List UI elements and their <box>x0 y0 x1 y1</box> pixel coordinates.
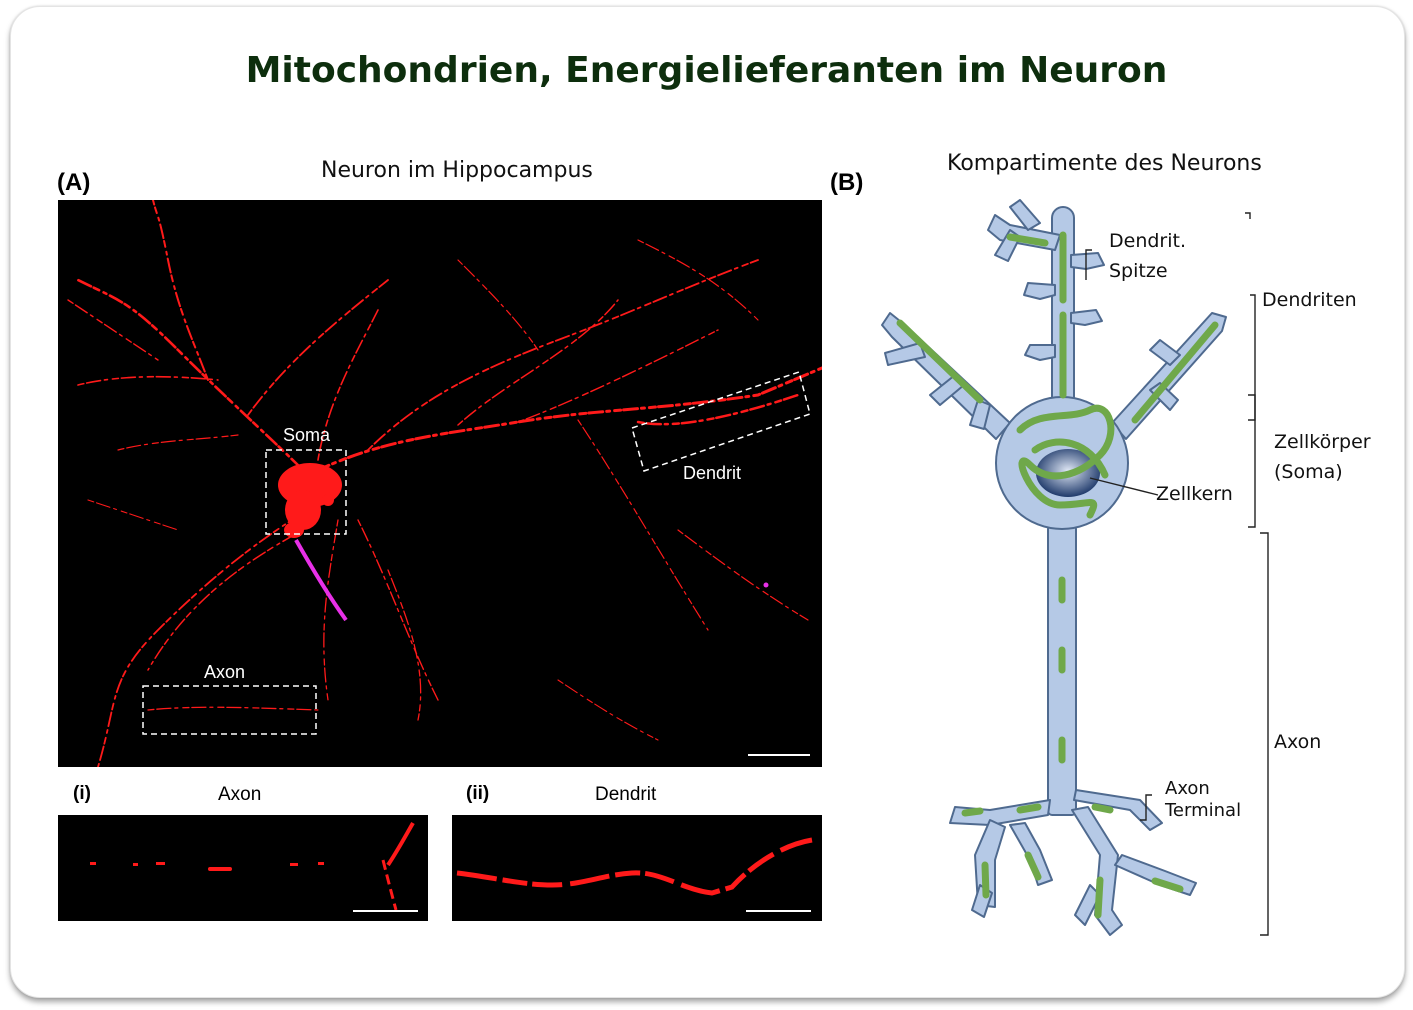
dendrite-tip-label-line2: Spitze <box>1109 260 1168 282</box>
hippocampus-micrograph: Soma Dendrit Axon <box>58 200 822 767</box>
inset-i-tag: (i) <box>73 783 91 804</box>
panel-b-subtitle: Kompartimente des Neurons <box>947 151 1262 176</box>
panel-b-letter: (B) <box>830 169 864 196</box>
panel-a-subtitle: Neuron im Hippocampus <box>321 158 593 183</box>
soma-label: Soma <box>283 425 331 445</box>
neuron-diagram <box>881 199 1269 936</box>
axon-label: Axon <box>204 662 246 682</box>
slide-title: Mitochondrien, Energielieferanten im Neu… <box>245 50 1168 91</box>
inset-i-title: Axon <box>218 784 262 805</box>
compartment-axon: Axon <box>1274 731 1322 753</box>
axon-inset-image <box>58 815 428 921</box>
nucleus-label: Zellkern <box>1156 483 1233 505</box>
compartment-soma-line2: (Soma) <box>1274 461 1343 483</box>
axon-terminal-label-line1: Axon <box>1165 778 1210 799</box>
inset-ii-tag: (ii) <box>466 783 490 804</box>
compartment-dendrites: Dendriten <box>1262 289 1357 311</box>
axon-terminal-label-line2: Terminal <box>1165 800 1242 821</box>
dendrite-label: Dendrit <box>683 463 742 483</box>
inset-ii-title: Dendrit <box>595 784 657 805</box>
panel-a-letter: (A) <box>57 169 91 196</box>
dendrite-tip-label-line1: Dendrit. <box>1109 230 1187 252</box>
compartment-soma-line1: Zellkörper <box>1274 431 1371 453</box>
dendrite-inset-image <box>452 815 822 921</box>
micrograph-image <box>67 200 822 767</box>
